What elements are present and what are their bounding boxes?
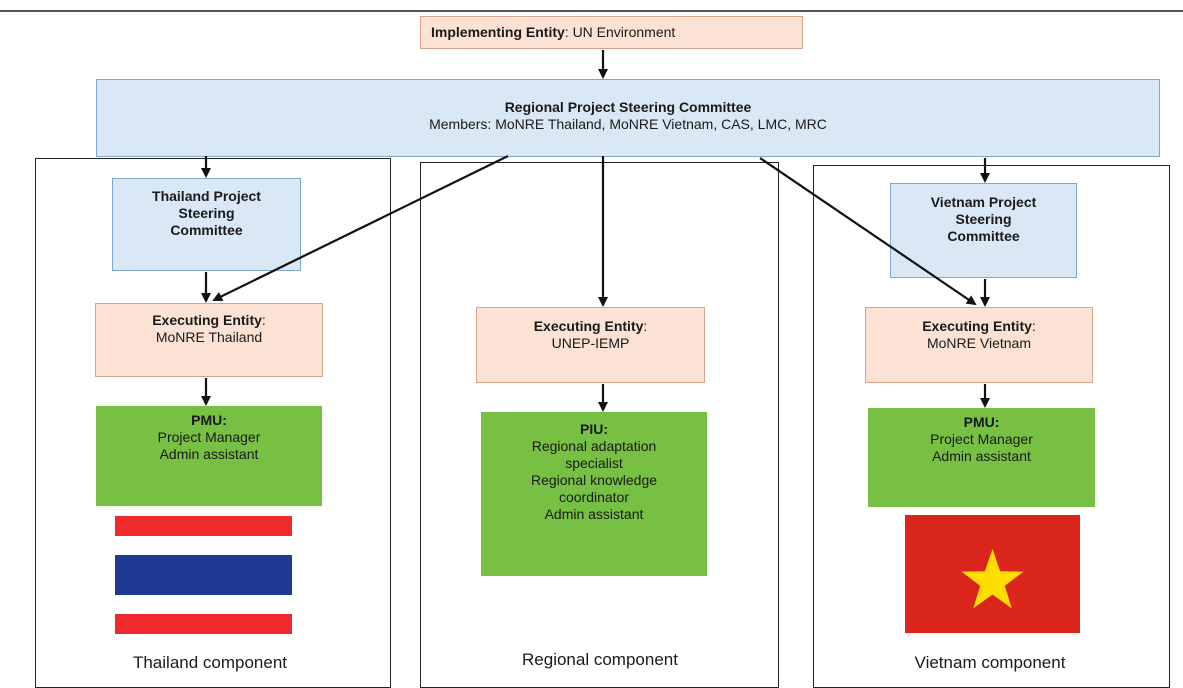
regional-executing-entity-box: Executing Entity: UNEP-IEMP xyxy=(476,307,705,383)
regional-piu-role-2: specialist xyxy=(565,455,623,471)
regional-piu-role-5: Admin assistant xyxy=(544,506,644,522)
flag-stripe-red-top xyxy=(115,516,292,536)
thailand-exec-label: Executing Entity xyxy=(152,312,262,328)
thailand-pmu-role-1: Project Manager xyxy=(157,429,261,445)
vietnam-executing-entity-box: Executing Entity: MoNRE Vietnam xyxy=(865,307,1093,383)
implementing-entity-box: Implementing Entity: UN Environment xyxy=(420,16,803,49)
top-rule xyxy=(0,10,1183,12)
regional-steering-committee-members: Members: MoNRE Thailand, MoNRE Vietnam, … xyxy=(429,116,827,132)
implementing-entity-label: Implementing Entity xyxy=(431,24,565,40)
regional-piu-role-1: Regional adaptation xyxy=(531,438,657,454)
vietnam-flag xyxy=(905,515,1080,633)
thailand-pmu-title: PMU: xyxy=(191,412,227,428)
implementing-entity-name: : UN Environment xyxy=(564,24,676,40)
vietnam-pmu-role-2: Admin assistant xyxy=(932,448,1031,464)
vietnam-psc-line-1: Vietnam Project xyxy=(930,194,1037,210)
vietnam-exec-label: Executing Entity xyxy=(922,318,1032,334)
arrow-regional-psc-to-thailand-exec xyxy=(212,155,509,301)
arrow-regional-psc-to-vietnam-exec xyxy=(759,157,977,306)
flag-stripe-blue xyxy=(115,555,292,595)
vietnam-pmu-title: PMU: xyxy=(963,414,1000,430)
vietnam-pmu-role-1: Project Manager xyxy=(930,431,1033,447)
thailand-steering-committee-box: Thailand Project Steering Committee xyxy=(112,178,301,271)
regional-steering-committee-box: Regional Project Steering Committee Memb… xyxy=(96,79,1160,157)
regional-piu-box: PIU: Regional adaptation specialist Regi… xyxy=(481,412,707,576)
vietnam-psc-line-2: Steering xyxy=(955,211,1012,227)
thailand-exec-name: MoNRE Thailand xyxy=(155,329,263,345)
thailand-psc-line-1: Thailand Project xyxy=(152,188,261,204)
flag-stripe-red-bottom xyxy=(115,614,292,634)
regional-component-label: Regional component xyxy=(522,650,678,669)
star-icon xyxy=(961,549,1024,609)
thailand-flag xyxy=(115,516,292,634)
vietnam-steering-committee-box: Vietnam Project Steering Committee xyxy=(890,183,1077,278)
thailand-psc-line-2: Steering xyxy=(178,205,235,221)
vietnam-psc-line-3: Committee xyxy=(947,228,1020,244)
thailand-pmu-box: PMU: Project Manager Admin assistant xyxy=(96,406,322,506)
regional-piu-role-4: coordinator xyxy=(558,489,630,505)
vietnam-exec-name: MoNRE Vietnam xyxy=(926,335,1031,351)
thailand-psc-line-3: Committee xyxy=(170,222,243,238)
vietnam-component-label: Vietnam component xyxy=(914,653,1066,672)
thailand-executing-entity-box: Executing Entity: MoNRE Thailand xyxy=(95,303,323,377)
regional-steering-committee-title: Regional Project Steering Committee xyxy=(504,99,752,115)
regional-exec-name: UNEP-IEMP xyxy=(551,335,630,351)
vietnam-pmu-box: PMU: Project Manager Admin assistant xyxy=(868,408,1095,507)
thailand-pmu-role-2: Admin assistant xyxy=(159,446,259,462)
regional-exec-label: Executing Entity xyxy=(533,318,644,334)
regional-piu-title: PIU: xyxy=(580,421,608,437)
regional-piu-role-3: Regional knowledge xyxy=(530,472,658,488)
thailand-component-label: Thailand component xyxy=(132,653,288,672)
